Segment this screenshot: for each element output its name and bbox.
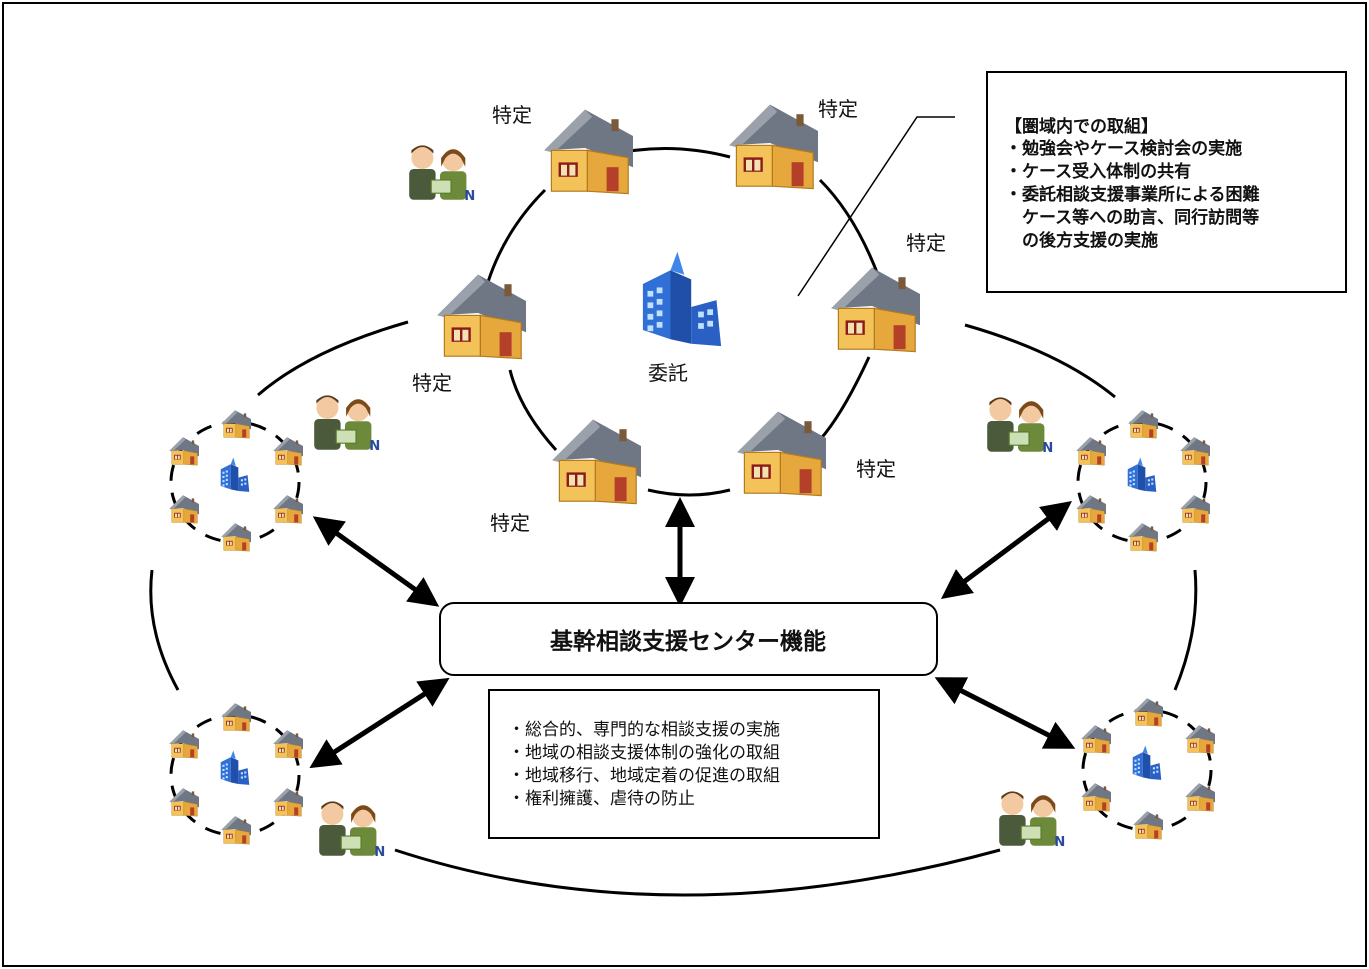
outer-ring bbox=[149, 320, 1198, 897]
function-item: ・地域移行、地域定着の促進の取組 bbox=[508, 766, 780, 786]
house-icon bbox=[436, 274, 527, 360]
region-note-line: ケース等への助言、同行訪問等 bbox=[1005, 207, 1259, 228]
region-note-line: ・勉強会やケース検討会の実施 bbox=[1005, 138, 1242, 159]
small-cluster-top-left bbox=[169, 410, 304, 552]
center-label: 委託 bbox=[648, 361, 688, 385]
core-center-box: 基幹相談支援センター機能 bbox=[439, 602, 938, 676]
region-note-title: 【圏域内での取組】 bbox=[1005, 116, 1158, 137]
house-icon bbox=[728, 103, 819, 190]
house-label: 特定 bbox=[492, 103, 532, 127]
function-item: ・権利擁護、虐待の防止 bbox=[508, 789, 695, 809]
house-icon bbox=[830, 267, 921, 353]
house-label: 特定 bbox=[906, 231, 946, 255]
arrow-bottom-right bbox=[934, 677, 1076, 749]
region-note-line: ・ケース受入体制の共有 bbox=[1005, 161, 1191, 182]
staff-people-icon bbox=[998, 790, 1066, 851]
region-note-box: 【圏域内での取組】 ・勉強会やケース検討会の実施 ・ケース受入体制の共有 ・委託… bbox=[986, 71, 1347, 293]
arrow-top-left bbox=[312, 516, 440, 607]
house-icon bbox=[543, 108, 634, 195]
small-cluster-top-right bbox=[1076, 410, 1211, 552]
staff-people-icon bbox=[313, 394, 381, 455]
small-cluster-bottom-left bbox=[169, 703, 304, 845]
region-note-line: ・委託相談支援事業所による困難 bbox=[1005, 184, 1260, 205]
function-item: ・総合的、専門的な相談支援の実施 bbox=[508, 720, 780, 740]
house-icon bbox=[551, 419, 642, 505]
functions-box: ・総合的、専門的な相談支援の実施 ・地域の相談支援体制の強化の取組 ・地域移行、… bbox=[488, 689, 880, 839]
core-center-title: 基幹相談支援センター機能 bbox=[550, 628, 826, 655]
building-icon bbox=[642, 251, 722, 347]
house-label: 特定 bbox=[818, 97, 858, 121]
house-label: 特定 bbox=[856, 457, 896, 481]
staff-people-icon bbox=[986, 396, 1054, 457]
arrow-top-right bbox=[940, 501, 1073, 599]
staff-people-icon bbox=[318, 800, 386, 861]
arrow-bottom-left bbox=[309, 677, 450, 769]
house-label: 特定 bbox=[412, 371, 452, 395]
callout-line bbox=[797, 116, 955, 297]
staff-people-icon bbox=[408, 144, 476, 205]
function-item: ・地域の相談支援体制の強化の取組 bbox=[508, 743, 780, 763]
region-note-line: の後方支援の実施 bbox=[1005, 230, 1158, 251]
house-label: 特定 bbox=[490, 511, 530, 535]
connection-arrows bbox=[309, 497, 1076, 769]
small-cluster-bottom-right bbox=[1081, 698, 1216, 840]
house-icon bbox=[736, 411, 827, 497]
